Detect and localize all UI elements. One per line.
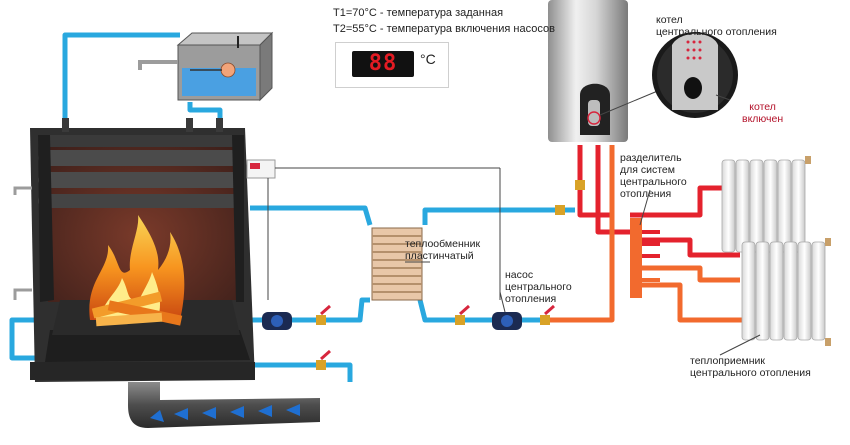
- plate-heat-exchanger: [371, 227, 423, 301]
- expansion-tank: [176, 31, 274, 102]
- float-ball: [220, 62, 236, 78]
- air-arrow-icon: [174, 408, 188, 420]
- furnace-controller: [246, 159, 501, 300]
- water-jacket-tube: [38, 194, 244, 208]
- circulation-pump-left: [262, 312, 292, 330]
- warm-pipe: [640, 282, 748, 323]
- label-leader-lines: [405, 261, 761, 356]
- hot-pipe-network: [550, 145, 748, 323]
- boiler-on-label: котел включен: [742, 101, 783, 125]
- cold-pipe: [250, 297, 370, 323]
- boiler-on-label-line: включен: [742, 113, 784, 125]
- cold-pipe: [187, 102, 223, 125]
- circulation-pump-right: [492, 312, 522, 330]
- boiler-on-label-line: котел: [749, 101, 776, 113]
- heat-exchanger-label-line: пластинчатый: [405, 250, 474, 262]
- manifold-label-line: центрального: [620, 176, 687, 188]
- water-jacket-tube: [38, 172, 244, 188]
- distribution-manifold: [630, 189, 660, 298]
- fireplace-furnace: [30, 118, 255, 382]
- warm-pipe: [550, 145, 615, 323]
- legend-t2: T2=55°C - температура включения насосов: [333, 23, 555, 35]
- radiator-label-line: теплоприемник: [690, 355, 766, 367]
- central-heating-boiler: [548, 0, 661, 142]
- boiler-zoom-callout: [652, 32, 738, 118]
- heat-exchanger-label-line: теплообменник: [405, 238, 481, 250]
- cold-pipe: [250, 362, 353, 382]
- valve-handles: [320, 304, 555, 361]
- air-arrow-icon: [286, 404, 300, 416]
- cold-pipe: [250, 205, 373, 226]
- cold-pipe: [62, 32, 180, 125]
- boiler-label-line: центрального отопления: [656, 26, 777, 38]
- temperature-unit: °C: [420, 51, 436, 67]
- pump-label-line: центрального: [505, 281, 572, 293]
- tank-overflow-pipe: [138, 60, 178, 70]
- boiler-label: котел центрального отопления: [656, 14, 777, 38]
- air-duct: [128, 382, 320, 428]
- warm-pipe: [640, 265, 740, 283]
- temperature-display: 88 °C: [335, 42, 449, 88]
- air-arrow-icon: [202, 407, 216, 419]
- radiator-label: теплоприемник центрального отопления: [690, 355, 811, 379]
- pump-label: насос центрального отопления: [505, 269, 572, 305]
- pump-label-line: отопления: [505, 293, 557, 305]
- cold-pipe-network: [9, 32, 575, 382]
- legend-t1: T1=70°C - температура заданная: [333, 7, 504, 19]
- radiator-lower: [741, 238, 831, 346]
- boiler-label-line: котел: [656, 14, 683, 26]
- firewood-logs: [91, 291, 183, 327]
- drain-pipe: [13, 288, 32, 300]
- air-arrow-icon: [230, 406, 244, 418]
- manifold-label-line: разделитель: [620, 152, 682, 164]
- air-arrow-icon: [150, 410, 164, 422]
- drain-pipe: [13, 186, 32, 195]
- hot-pipe: [630, 185, 725, 218]
- cold-pipe: [9, 317, 35, 361]
- water-jacket-tube: [38, 150, 244, 166]
- manifold-label-line: отопления: [620, 188, 672, 200]
- radiator-upper: [721, 156, 811, 253]
- hot-pipe: [595, 145, 640, 235]
- boiler-knob: [684, 77, 702, 99]
- manifold-label: разделитель для систем центрального отоп…: [620, 152, 687, 200]
- manifold-label-line: для систем: [620, 164, 675, 176]
- heat-exchanger-label: теплообменник пластинчатый: [405, 238, 480, 262]
- ball-valves: [316, 180, 585, 370]
- hot-pipe: [640, 237, 740, 258]
- temperature-value: 88: [352, 51, 414, 77]
- pump-label-line: насос: [505, 269, 534, 281]
- radiator-label-line: центрального отопления: [690, 367, 811, 379]
- air-arrow-icon: [258, 405, 272, 417]
- cold-pipe: [422, 207, 575, 225]
